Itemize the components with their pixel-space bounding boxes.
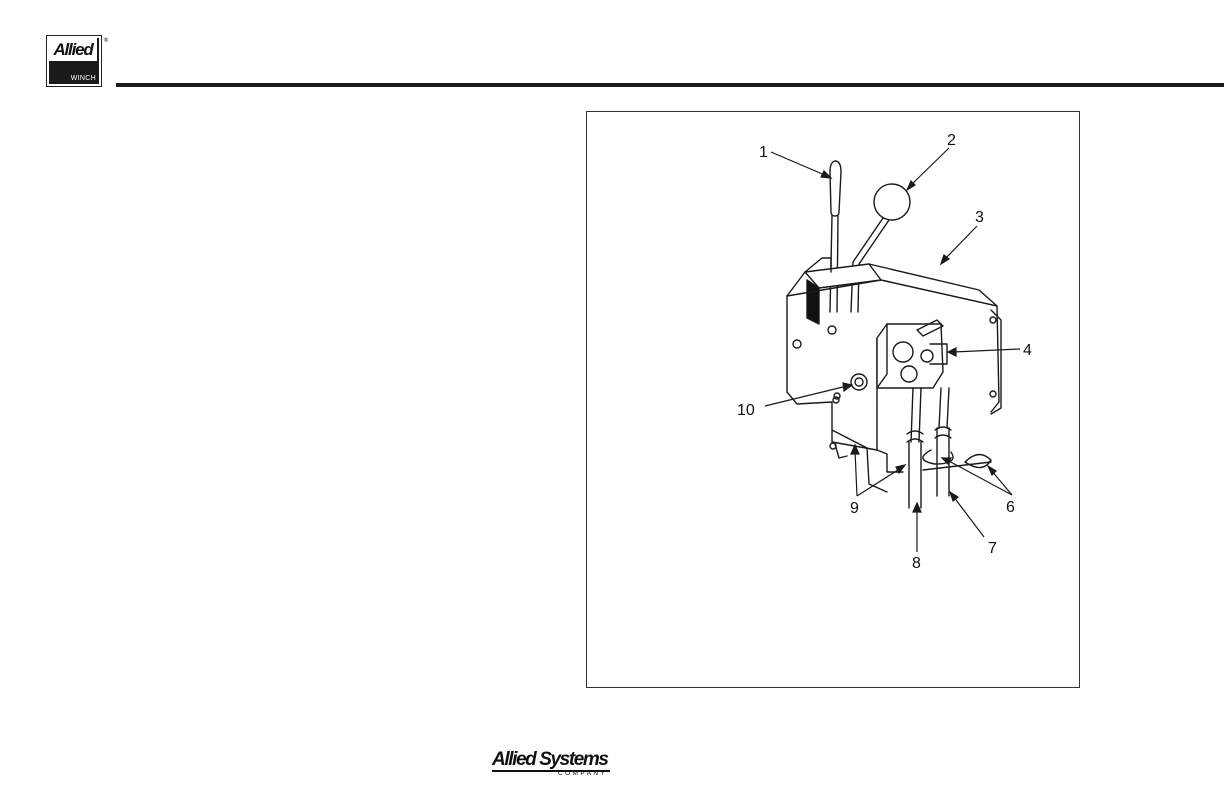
figure-frame: 1 2 3 4 6 7 8 9 10 bbox=[586, 111, 1080, 688]
logo-wordmark: Allied bbox=[49, 38, 99, 63]
allied-winch-logo: Allied WINCH bbox=[46, 35, 102, 87]
callout-10: 10 bbox=[737, 402, 755, 419]
callout-4: 4 bbox=[1023, 342, 1032, 359]
callout-9: 9 bbox=[850, 500, 859, 517]
callout-2: 2 bbox=[947, 132, 956, 149]
logo-block: Allied WINCH bbox=[49, 38, 99, 84]
callout-8: 8 bbox=[912, 555, 921, 572]
callout-3: 3 bbox=[975, 209, 984, 226]
control-valve-illustration: 1 2 3 4 6 7 8 9 10 bbox=[587, 112, 1081, 689]
header-rule bbox=[116, 83, 1224, 87]
allied-systems-logo: Allied Systems COMPANY bbox=[492, 750, 618, 776]
callout-7: 7 bbox=[988, 540, 997, 557]
callout-1: 1 bbox=[759, 144, 768, 161]
callout-6: 6 bbox=[1006, 499, 1015, 516]
registered-mark: ® bbox=[103, 37, 109, 44]
logo-subtitle: WINCH bbox=[71, 75, 96, 82]
footer-logo-wordmark: Allied Systems bbox=[492, 750, 610, 772]
footer-logo-subtitle: COMPANY bbox=[558, 770, 607, 777]
